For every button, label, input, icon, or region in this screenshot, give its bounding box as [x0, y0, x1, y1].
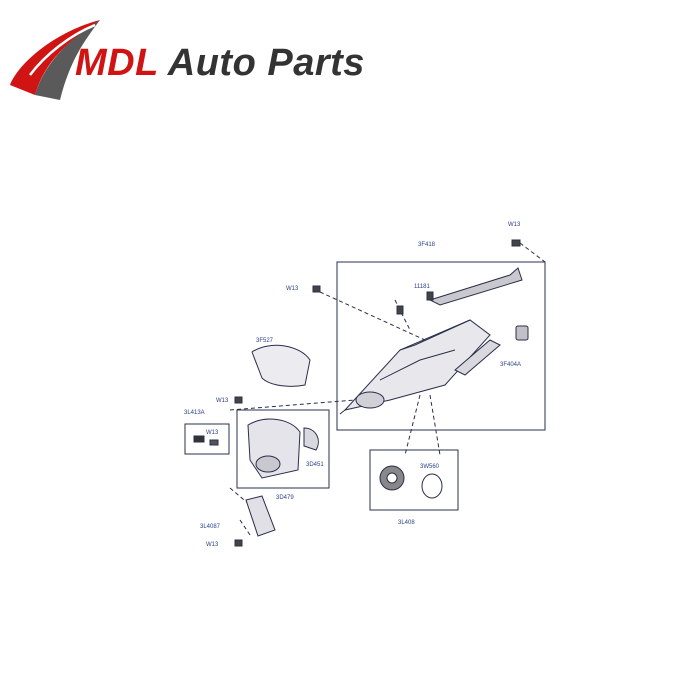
label-3f527: 3F527 [256, 338, 274, 344]
switch-box [184, 423, 230, 455]
label-w13-top: W13 [508, 222, 521, 228]
brand-name-rest: Auto Parts [167, 42, 365, 84]
lower-bracket-part [245, 495, 276, 537]
brand-logo: MDL Auto Parts [0, 0, 380, 130]
label-w13-bottom: W13 [206, 542, 219, 548]
ignition-assembly-box [236, 409, 330, 489]
label-w13-mid: W13 [216, 398, 229, 404]
label-3w560: 3W560 [420, 464, 440, 470]
brand-name: MDL Auto Parts [75, 42, 365, 85]
label-3d479: 3D479 [276, 495, 294, 501]
shroud-part [251, 344, 311, 387]
label-3l4087: 3L4087 [200, 524, 221, 530]
seal-kit-parts [379, 465, 443, 499]
label-3f404a: 3F404A [500, 362, 521, 368]
ignition-housing-part [247, 418, 319, 479]
label-3l408: 3L408 [398, 520, 415, 526]
label-3d451: 3D451 [306, 462, 324, 468]
label-11181: 11181 [414, 284, 430, 290]
swoosh-logo-icon [10, 20, 100, 100]
bolt-parts [234, 239, 521, 547]
brand-name-mdl: MDL [75, 42, 159, 84]
label-3l413a: 3L413A [184, 410, 205, 416]
label-3f418: 3F418 [418, 242, 436, 248]
switch-part [193, 435, 205, 443]
label-w13-switch: W13 [206, 430, 219, 436]
bracket-part [515, 325, 529, 341]
main-assembly-box [336, 261, 546, 431]
label-w13-left: W13 [286, 286, 299, 292]
steering-column-part [339, 267, 523, 415]
seal-kit-box [369, 449, 459, 511]
